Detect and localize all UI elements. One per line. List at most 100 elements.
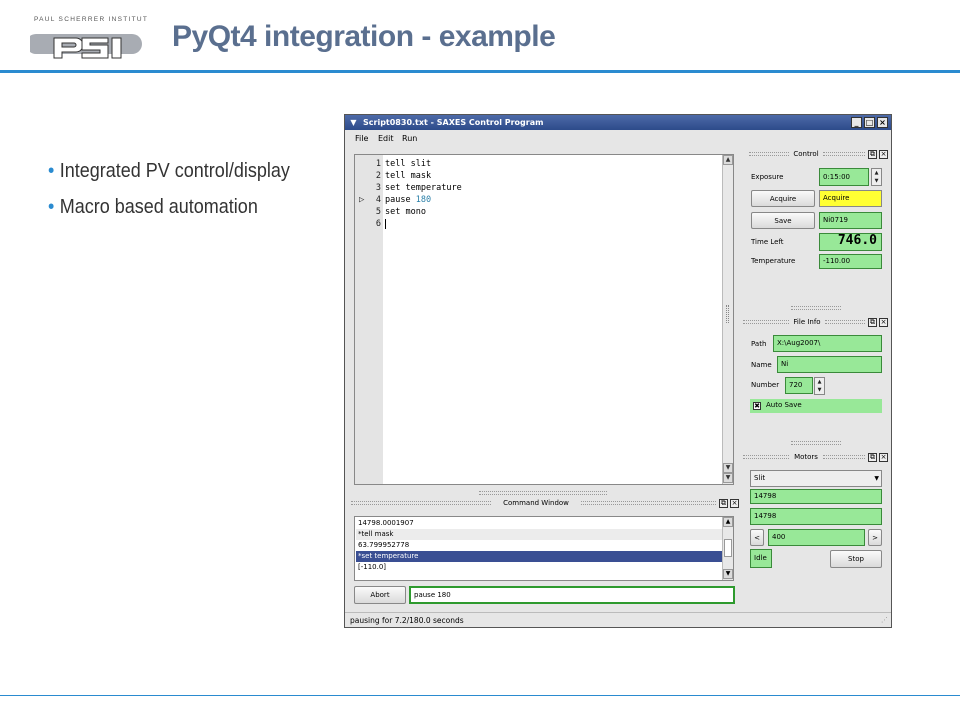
step-left-button[interactable]: < xyxy=(750,529,764,546)
stepper-down-icon[interactable]: ▼ xyxy=(817,387,822,393)
footer-rule xyxy=(0,695,960,696)
menu-bar: File Edit Run xyxy=(345,130,891,147)
path-label: Path xyxy=(751,340,767,348)
text-cursor xyxy=(385,219,386,229)
editor-scrollbar[interactable]: ▲ ▼ ▼ xyxy=(722,155,733,484)
motor-select-value: Slit xyxy=(754,474,766,482)
window-titlebar[interactable]: ▼ Script0830.txt - SAXES Control Program… xyxy=(345,115,891,130)
scroll-grip[interactable] xyxy=(726,305,729,323)
scroll-up-icon[interactable]: ▲ xyxy=(723,155,733,165)
undock-icon[interactable]: ⧉ xyxy=(719,499,728,508)
control-panel-title: Control xyxy=(793,150,819,158)
stop-button[interactable]: Stop xyxy=(830,550,882,568)
list-item-selected[interactable]: *set temperature xyxy=(356,551,722,562)
time-left-display: 746.0 xyxy=(819,233,882,251)
dock-drag-area[interactable] xyxy=(823,455,865,459)
scroll-thumb[interactable] xyxy=(724,539,732,557)
save-button[interactable]: Save xyxy=(751,212,815,229)
menu-file[interactable]: File xyxy=(355,134,369,143)
splitter-handle[interactable] xyxy=(479,491,607,495)
list-item[interactable]: [-110.0] xyxy=(358,563,387,571)
motor-state-badge: Idle xyxy=(750,549,772,568)
name-field[interactable]: Ni xyxy=(777,356,882,373)
number-field[interactable]: 720 xyxy=(785,377,813,394)
temperature-label: Temperature xyxy=(751,257,796,265)
step-size-field[interactable]: 400 xyxy=(768,529,865,546)
splitter-handle[interactable] xyxy=(791,306,841,310)
undock-icon[interactable]: ⧉ xyxy=(868,453,877,462)
number-label: Number xyxy=(751,381,780,389)
motor-readback: 14798 xyxy=(750,489,882,504)
stepper-up-icon[interactable]: ▲ xyxy=(817,379,822,385)
app-window: ▼ Script0830.txt - SAXES Control Program… xyxy=(344,114,892,628)
list-item[interactable]: 63.799952778 xyxy=(358,541,410,549)
file-info-title: File Info xyxy=(793,318,821,326)
dock-drag-area[interactable] xyxy=(823,152,865,156)
scroll-down-icon[interactable]: ▼ xyxy=(723,463,733,473)
undock-icon[interactable]: ⧉ xyxy=(868,150,877,159)
resize-grip-icon[interactable]: ⋰ xyxy=(881,616,888,624)
acquire-status: Acquire xyxy=(819,190,882,207)
scroll-down-icon[interactable]: ▼ xyxy=(723,569,733,579)
line-gutter xyxy=(355,155,383,484)
command-output-list[interactable]: 14798.0001907 *tell mask 63.799952778 *s… xyxy=(354,516,734,581)
splitter-handle[interactable] xyxy=(791,441,841,445)
abort-button[interactable]: Abort xyxy=(354,586,406,604)
dock-drag-area[interactable] xyxy=(581,501,716,505)
title-rule xyxy=(0,70,960,73)
bullet-list: •Integrated PV control/display •Macro ba… xyxy=(48,156,317,228)
exposure-stepper[interactable]: ▲▼ xyxy=(871,168,882,186)
bullet-text: Integrated PV control/display xyxy=(59,160,290,182)
dock-close-icon[interactable]: × xyxy=(730,499,739,508)
scroll-up-icon[interactable]: ▲ xyxy=(723,517,733,527)
menu-edit[interactable]: Edit xyxy=(378,134,394,143)
command-window-title: Command Window xyxy=(503,499,569,507)
list-item[interactable]: 14798.0001907 xyxy=(358,519,414,527)
path-field[interactable]: X:\Aug2007\ xyxy=(773,335,882,352)
autosave-label: Auto Save xyxy=(766,401,802,409)
dock-drag-area[interactable] xyxy=(743,455,789,459)
list-item[interactable]: *tell mask xyxy=(356,529,722,540)
stepper-up-icon[interactable]: ▲ xyxy=(874,170,879,176)
slide-title: PyQt4 integration - example xyxy=(172,20,556,53)
dock-close-icon[interactable]: × xyxy=(879,318,888,327)
psi-logo xyxy=(30,34,142,59)
window-menu-icon[interactable]: ▼ xyxy=(350,118,357,127)
save-name-field[interactable]: Ni0719 xyxy=(819,212,882,229)
stepper-down-icon[interactable]: ▼ xyxy=(874,178,879,184)
dock-close-icon[interactable]: × xyxy=(879,150,888,159)
chevron-down-icon[interactable]: ▼ xyxy=(874,475,879,482)
exposure-field[interactable]: 0:15:00 xyxy=(819,168,869,186)
command-input[interactable]: pause 180 xyxy=(409,586,735,604)
autosave-checkbox[interactable]: ✖ xyxy=(753,402,761,410)
autosave-row[interactable]: Auto Save xyxy=(750,399,882,413)
minimize-icon[interactable]: _ xyxy=(851,117,862,128)
acquire-button[interactable]: Acquire xyxy=(751,190,815,207)
time-left-label: Time Left xyxy=(751,238,784,246)
command-scrollbar[interactable]: ▲ ▼ xyxy=(722,517,733,580)
dock-drag-area[interactable] xyxy=(743,320,789,324)
bullet-item: •Integrated PV control/display xyxy=(48,160,290,182)
number-stepper[interactable]: ▲▼ xyxy=(814,377,825,395)
window-title: Script0830.txt - SAXES Control Program xyxy=(363,118,544,127)
logo-caption: PAUL SCHERRER INSTITUT xyxy=(34,16,149,23)
status-bar: pausing for 7.2/180.0 seconds xyxy=(345,612,891,627)
dock-drag-area[interactable] xyxy=(749,152,789,156)
bullet-text: Macro based automation xyxy=(59,196,258,218)
dock-drag-area[interactable] xyxy=(825,320,865,324)
step-right-button[interactable]: > xyxy=(868,529,882,546)
scroll-down-icon[interactable]: ▼ xyxy=(723,473,733,483)
dock-drag-area[interactable] xyxy=(351,501,491,505)
temperature-field: -110.00 xyxy=(819,254,882,269)
motor-select[interactable]: Slit ▼ xyxy=(750,470,882,487)
motor-setpoint[interactable]: 14798 xyxy=(750,508,882,525)
close-icon[interactable]: × xyxy=(877,117,888,128)
undock-icon[interactable]: ⧉ xyxy=(868,318,877,327)
menu-run[interactable]: Run xyxy=(402,134,418,143)
motors-title: Motors xyxy=(794,453,818,461)
bullet-item: •Macro based automation xyxy=(48,196,258,218)
name-label: Name xyxy=(751,361,772,369)
maximize-icon[interactable]: □ xyxy=(864,117,875,128)
dock-close-icon[interactable]: × xyxy=(879,453,888,462)
